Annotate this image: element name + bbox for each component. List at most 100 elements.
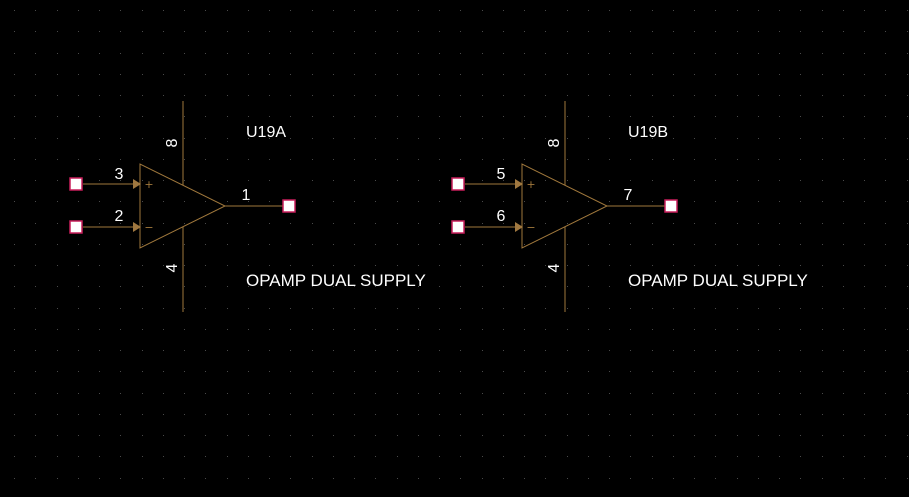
grid-dot (312, 159, 313, 160)
grid-dot (737, 180, 738, 181)
grid-dot (843, 478, 844, 479)
grid-dot (609, 180, 610, 181)
grid-dot (715, 414, 716, 415)
part-value[interactable]: OPAMP DUAL SUPPLY (628, 271, 808, 290)
grid-dot (14, 244, 15, 245)
grid-dot (375, 329, 376, 330)
grid-dot (758, 286, 759, 287)
grid-dot (864, 180, 865, 181)
pin-terminal-output[interactable] (664, 199, 678, 213)
grid-dot (354, 223, 355, 224)
grid-dot (864, 244, 865, 245)
grid-dot (737, 53, 738, 54)
grid-dot (460, 159, 461, 160)
grid-dot (737, 138, 738, 139)
opamp-part-u19b[interactable]: + − 5 6 7 8 4 U19B OPAMP DUAL SUPPLY (451, 101, 808, 312)
grid-dot (418, 286, 419, 287)
grid-dot (184, 201, 185, 202)
grid-dot (567, 201, 568, 202)
grid-dot (715, 138, 716, 139)
grid-dot (843, 31, 844, 32)
grid-dot (545, 456, 546, 457)
grid-dot (503, 371, 504, 372)
grid-dot (630, 478, 631, 479)
grid-dot (715, 95, 716, 96)
grid-dot (460, 31, 461, 32)
grid-dot (290, 95, 291, 96)
grid-dot (864, 478, 865, 479)
grid-dot (715, 201, 716, 202)
grid-dot (14, 116, 15, 117)
grid-dot (482, 31, 483, 32)
grid-dot (907, 223, 908, 224)
grid-dot (120, 223, 121, 224)
grid-dot (609, 350, 610, 351)
grid-dot (248, 95, 249, 96)
grid-dot (758, 350, 759, 351)
grid-dot (354, 159, 355, 160)
grid-dot (652, 159, 653, 160)
grid-dot (439, 159, 440, 160)
pin-terminal-noninverting[interactable] (69, 177, 83, 191)
grid-dot (694, 138, 695, 139)
grid-dot (545, 116, 546, 117)
grid-dot (885, 201, 886, 202)
grid-dot (333, 435, 334, 436)
grid-dot (907, 138, 908, 139)
grid-dot (142, 10, 143, 11)
grid-dot (460, 286, 461, 287)
grid-dot (885, 478, 886, 479)
grid-dot (885, 116, 886, 117)
opamp-part-u19a[interactable]: + − 3 2 1 8 4 U19A OPAMP DUAL SUPPLY (69, 101, 426, 312)
grid-dot (779, 244, 780, 245)
grid-dot (545, 350, 546, 351)
grid-dot (779, 456, 780, 457)
grid-dot (524, 159, 525, 160)
grid-dot (397, 138, 398, 139)
grid-dot (78, 159, 79, 160)
pin-number-inverting: 2 (115, 208, 124, 225)
grid-dot (333, 10, 334, 11)
grid-dot (609, 329, 610, 330)
pin-terminal-noninverting[interactable] (451, 177, 465, 191)
grid-dot (694, 350, 695, 351)
grid-dot (864, 74, 865, 75)
grid-dot (248, 223, 249, 224)
grid-dot (609, 201, 610, 202)
grid-dot (35, 74, 36, 75)
grid-dot (163, 393, 164, 394)
grid-dot (737, 223, 738, 224)
grid-dot (397, 435, 398, 436)
grid-dot (439, 74, 440, 75)
grid-dot (57, 116, 58, 117)
grid-dot (800, 95, 801, 96)
grid-dot (205, 31, 206, 32)
part-refdes[interactable]: U19B (628, 124, 668, 141)
arrow-noninverting-icon (133, 179, 141, 189)
part-refdes[interactable]: U19A (246, 124, 286, 141)
grid-dot (397, 116, 398, 117)
pin-number-output: 7 (624, 187, 633, 204)
grid-dot (35, 456, 36, 457)
grid-dot (524, 95, 525, 96)
opamp-triangle-icon[interactable] (139, 163, 227, 249)
pin-terminal-output[interactable] (282, 199, 296, 213)
grid-dot (184, 435, 185, 436)
grid-dot (460, 414, 461, 415)
grid-dot (694, 223, 695, 224)
grid-dot (269, 393, 270, 394)
grid-dot (354, 435, 355, 436)
grid-dot (78, 244, 79, 245)
pin-terminal-inverting[interactable] (451, 220, 465, 234)
grid-dot (269, 329, 270, 330)
pin-terminal-inverting[interactable] (69, 220, 83, 234)
grid-dot (99, 180, 100, 181)
grid-dot (439, 286, 440, 287)
part-value[interactable]: OPAMP DUAL SUPPLY (246, 271, 426, 290)
grid-dot (524, 201, 525, 202)
grid-dot (822, 286, 823, 287)
minus-sign: − (526, 221, 535, 234)
opamp-triangle-icon[interactable] (521, 163, 609, 249)
grid-dot (120, 329, 121, 330)
